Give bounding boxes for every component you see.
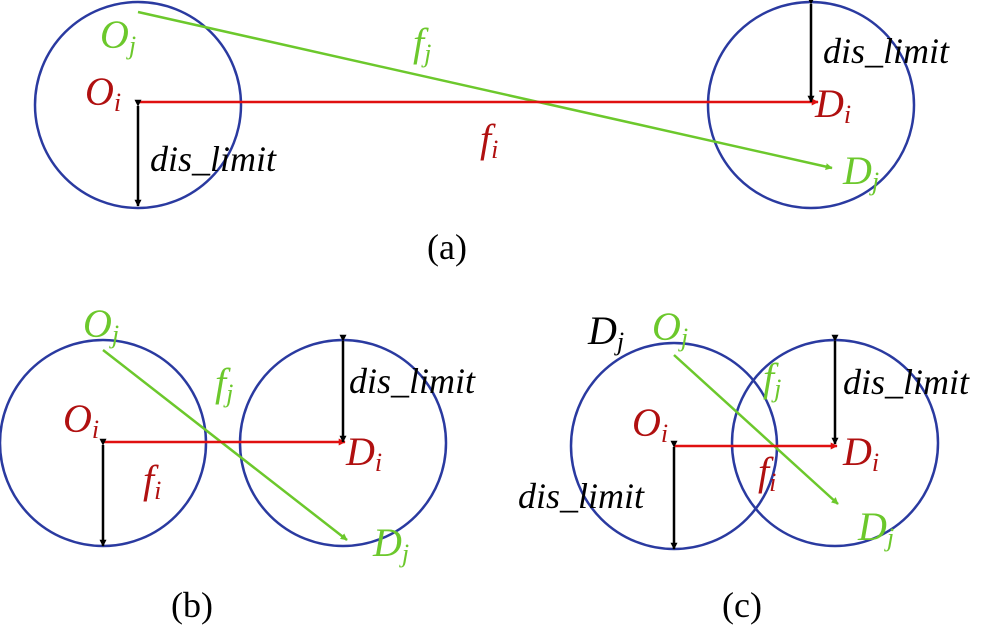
label-oi-b: Oi	[63, 396, 99, 444]
label-di-c: Di	[842, 429, 879, 477]
label-fi-c: fi	[758, 449, 776, 497]
origin-circle-a	[33, 0, 243, 210]
panel-c: Dj Oj Oi fj fi Di Dj dis_limit dis_limit…	[518, 304, 970, 625]
label-dis-limit-destination-b: dis_limit	[349, 361, 476, 401]
flow-j-arrow-b	[102, 349, 348, 541]
label-di-a: Di	[814, 81, 851, 129]
flow-j-arrow-a	[137, 10, 833, 171]
label-fi-b: fi	[143, 457, 161, 505]
label-dis-limit-origin-c: dis_limit	[518, 476, 645, 516]
caption-c: (c)	[722, 585, 762, 625]
label-oi-a: Oi	[85, 69, 121, 117]
flow-j-arrow-c	[673, 354, 839, 505]
label-fj-c: fj	[763, 355, 781, 403]
panel-a: Oj Oi fj fi Di Dj dis_limit dis_limit (a…	[33, 0, 950, 267]
label-oj-b: Oj	[83, 301, 119, 349]
label-fj-a: fj	[413, 20, 431, 68]
label-oj-c: Oj	[652, 304, 688, 352]
label-dis-limit-destination-c: dis_limit	[843, 362, 970, 402]
panel-b: Oj Oi fj fi Di Dj dis_limit (b)	[0, 301, 476, 625]
caption-a: (a)	[427, 227, 467, 267]
label-oj-a: Oj	[100, 12, 136, 60]
label-dis-limit-origin-a: dis_limit	[150, 139, 277, 179]
label-dis-limit-destination-a: dis_limit	[823, 31, 950, 71]
label-fj-b: fj	[215, 360, 233, 408]
label-di-b: Di	[345, 429, 382, 477]
caption-b: (b)	[171, 585, 213, 625]
label-dj-b: Dj	[372, 520, 409, 568]
label-oi-c: Oi	[632, 400, 668, 448]
label-fi-a: fi	[480, 116, 498, 164]
label-dj-a: Dj	[842, 148, 879, 196]
label-dj-c: Dj	[857, 504, 894, 552]
label-dj-black-c: Dj	[587, 308, 624, 356]
